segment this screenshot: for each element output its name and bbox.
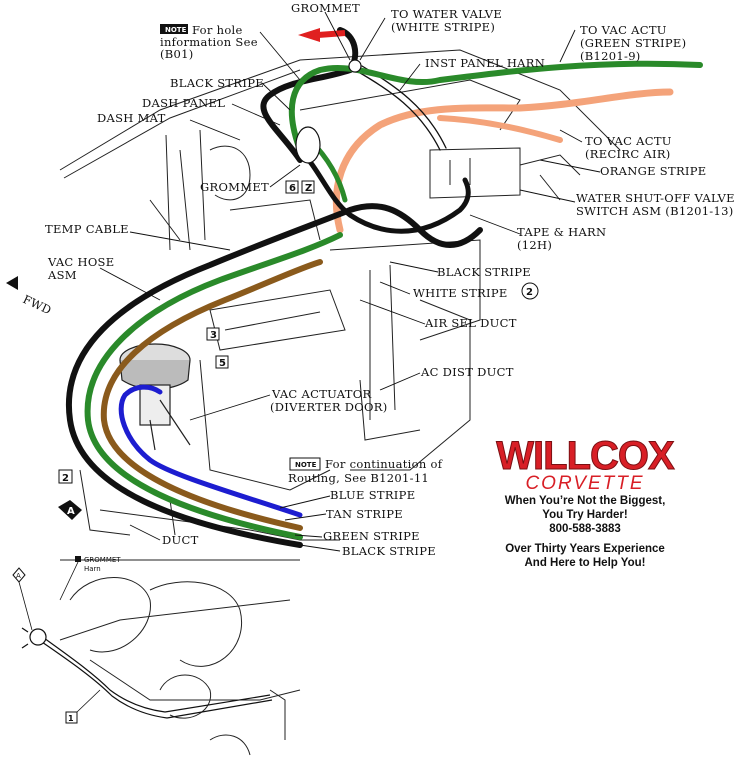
note-cont-tag: NOTE [295,461,317,469]
label-dash-panel: DASH PANEL [142,96,225,110]
label-vac-hose-1: VAC HOSE [47,255,114,269]
inset-leader-a [18,581,33,631]
label-black-stripe-bot: BLACK STRIPE [342,544,436,558]
label-recirc-air: (RECIRC AIR) [585,147,671,161]
red-arrow-icon [298,28,346,42]
blue-hose [118,384,303,518]
label-tape-harn-1: TAPE & HARN [517,225,606,239]
hoses [65,27,703,548]
ad-line4: And Here to Help You! [524,557,646,569]
label-temp-cable: TEMP CABLE [45,222,129,236]
box-6-label: 6 [289,183,296,194]
inset-leader-1 [76,689,101,713]
grommet-mid-shape [295,126,321,164]
ad-line3: Over Thirty Years Experience [505,543,665,555]
black-hose [65,203,483,548]
orange-hose-branch [437,115,563,143]
callout-a-marker [58,500,82,520]
label-tan-stripe: TAN STRIPE [326,507,403,521]
note-cont-line1: For continuation of [325,457,443,471]
black-hose-loop [297,147,471,234]
box-5 [215,355,229,369]
label-green-stripe-paren: (GREEN STRIPE) [580,36,686,50]
label-vac-actuator-1: VAC ACTUATOR [271,387,371,401]
label-b1201-9: (B1201-9) [580,49,641,63]
box-2 [58,469,73,484]
ad-line1: When You’re Not the Biggest, [504,495,666,507]
label-dash-mat: DASH MAT [97,111,166,125]
fwd-arrow-icon [6,276,18,290]
label-to-vac-actu-2: TO VAC ACTU [585,134,672,148]
inset-callout-a [12,567,26,583]
willcox-ad: WILLCOX CORVETTE When You’re Not the Big… [470,436,700,570]
circle-2 [521,282,539,300]
grommet-top-shape [348,59,362,73]
label-black-stripe-top: BLACK STRIPE [170,76,264,90]
label-white-stripe-mid: WHITE STRIPE [413,286,508,300]
box-5-label: 5 [219,358,226,369]
inset-connector [21,627,47,649]
label-vac-actuator-2: (DIVERTER DOOR) [270,400,388,414]
inset-label-grommet: GROMMET [84,556,121,564]
box-3 [206,327,220,341]
leader-lines [99,11,601,552]
label-duct: DUCT [162,533,199,547]
label-blue-stripe: BLUE STRIPE [330,488,415,502]
label-vac-hose-2: ASM [47,268,77,282]
box-3-label: 3 [210,330,217,341]
label-grommet-mid: GROMMET [200,180,269,194]
inset-leader-grommet [59,561,79,601]
label-air-sel-duct: AIR SEL DUCT [424,316,517,330]
circle-2-label: 2 [526,287,533,298]
callout-a-label: A [67,506,75,517]
green-hose-upper [288,60,703,153]
note-cont-line2: Routing, See B1201-11 [288,471,429,485]
box-6 [285,180,299,194]
label-to-water-valve: TO WATER VALVE [391,7,502,21]
brand-logo: WILLCOX [496,434,675,478]
inset-detail [59,559,301,756]
inset-grommet-marker [75,556,81,562]
label-inst-panel-harn: INST PANEL HARN [425,56,545,70]
note-hole-line1: For hole [192,23,243,37]
note-hole-line3: (B01) [160,47,194,61]
label-to-vac-actu-1: TO VAC ACTU [580,23,667,37]
box-1-label: 1 [68,714,74,723]
note-hole-line2: information See [160,35,258,49]
label-water-shutoff-2: SWITCH ASM (B1201-13) [576,204,734,218]
inset-hose [39,634,273,719]
tan-hose [100,259,323,531]
note-cont-badge [289,457,321,471]
box-2-label: 2 [62,473,69,484]
label-white-stripe-paren: (WHITE STRIPE) [391,20,495,34]
label-green-stripe: GREEN STRIPE [323,529,420,543]
label-orange-stripe: ORANGE STRIPE [600,164,706,178]
inset-callout-a-label: A [16,572,21,580]
note-hole-tag: NOTE [165,26,187,34]
body-line-art [59,49,621,541]
note-hole-badge [160,24,188,34]
box-z-label: Z [305,183,312,194]
orange-hose [332,88,674,234]
fwd-label: FWD [21,292,54,317]
ad-phone: 800-588-3883 [549,523,621,535]
green-hose [84,232,343,540]
label-grommet-top: GROMMET [291,1,360,15]
label-black-stripe-mid: BLACK STRIPE [437,265,531,279]
grommets [295,59,362,164]
ad-line2: You Try Harder! [542,509,628,521]
label-water-shutoff-1: WATER SHUT-OFF VALVE [576,191,735,205]
inset-label-harn: Harn [84,565,101,573]
box-1 [65,711,78,724]
box-z [301,180,315,194]
label-tape-harn-2: (12H) [517,238,552,252]
label-ac-dist-duct: AC DIST DUCT [420,365,514,379]
brand-sub: CORVETTE [525,473,645,494]
